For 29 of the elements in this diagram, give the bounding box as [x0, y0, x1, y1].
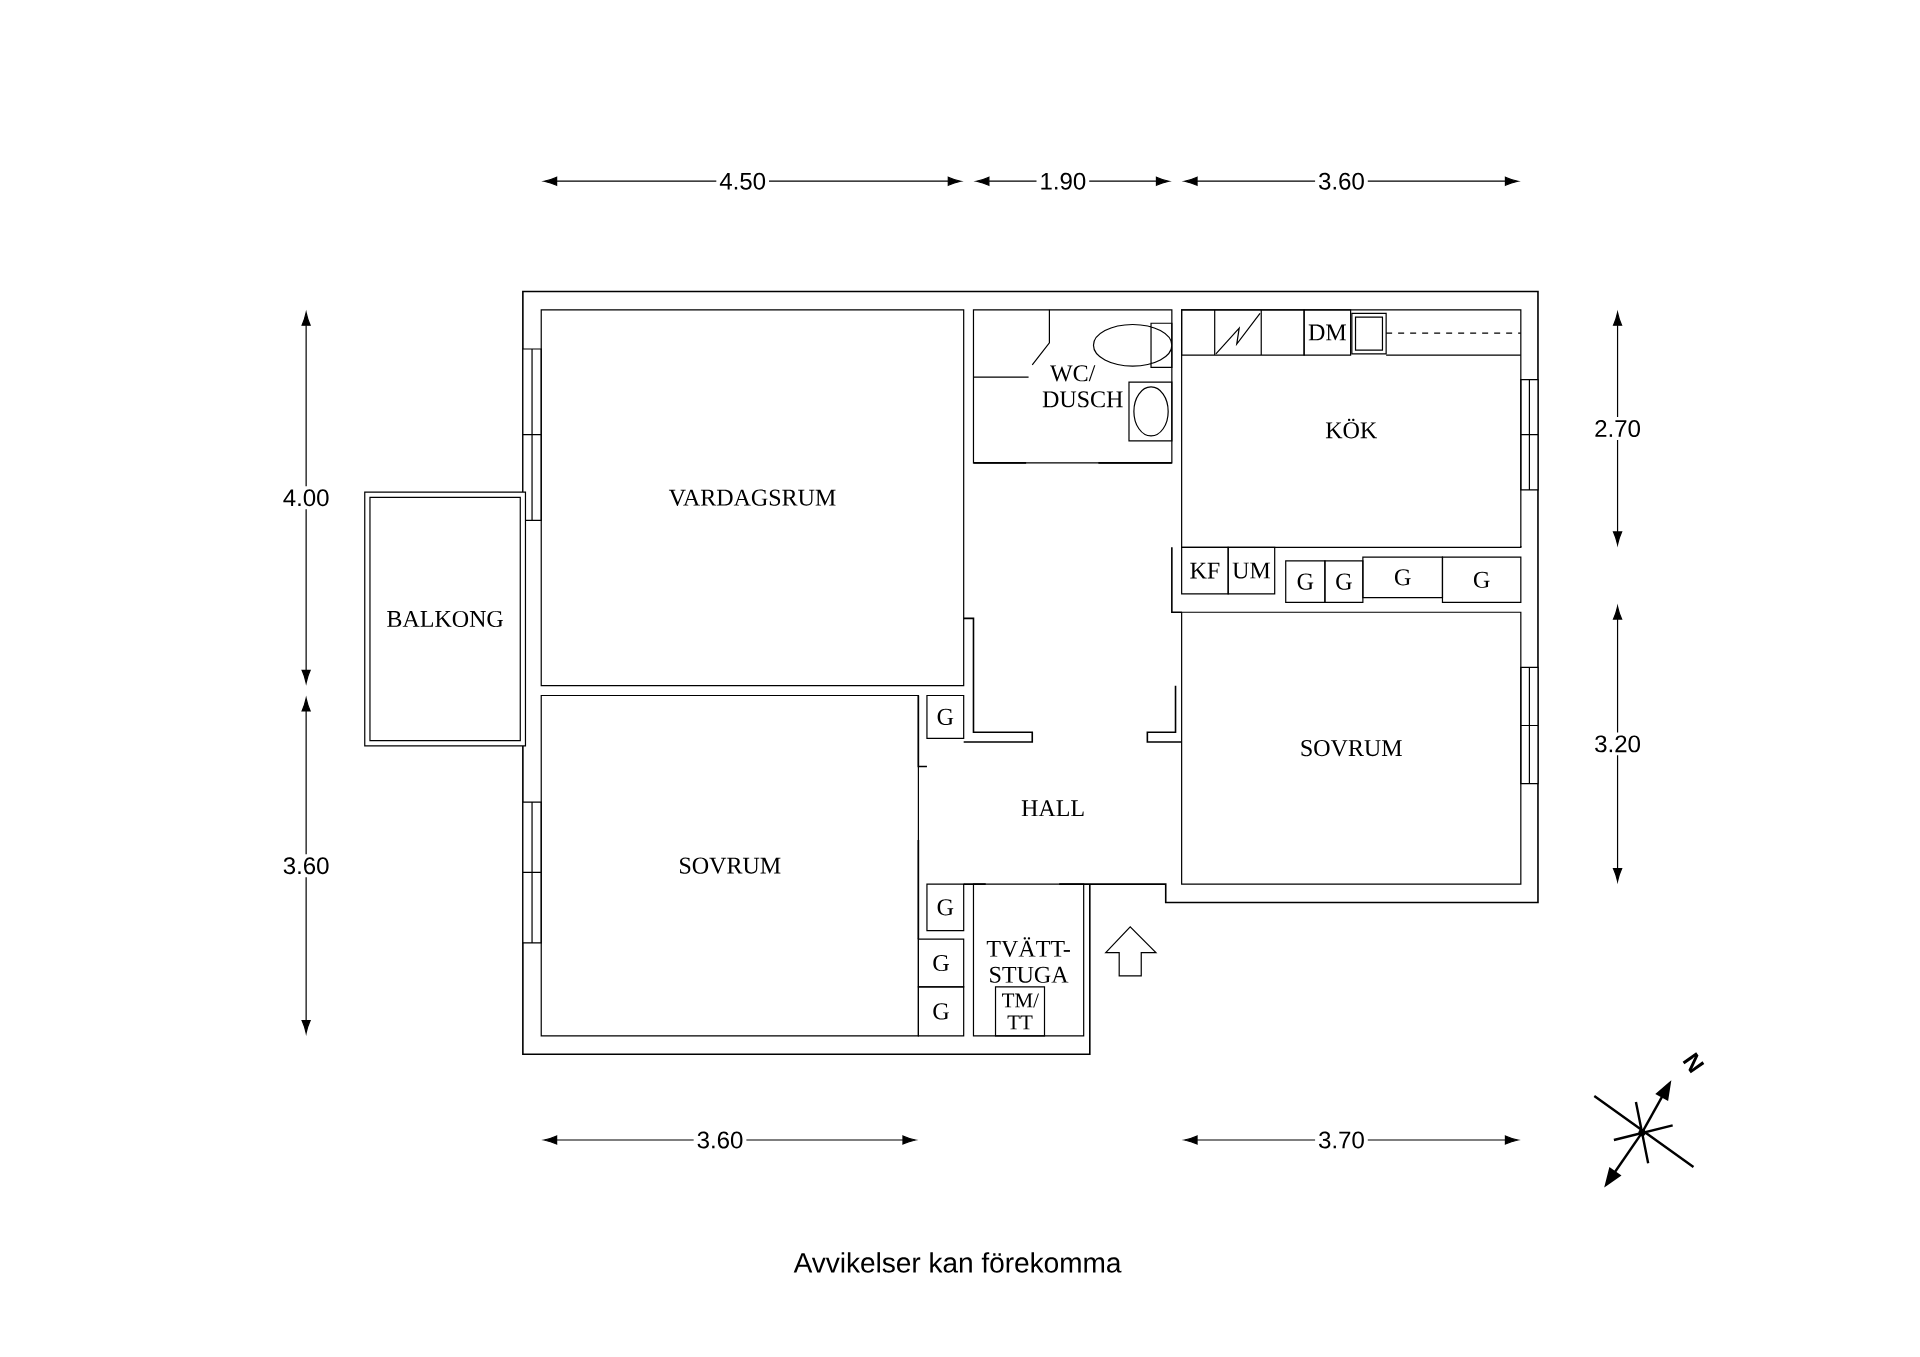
dimension-label: 3.60	[1315, 169, 1368, 193]
compass-letter: N	[1682, 1052, 1705, 1074]
room-label: HALL	[1021, 800, 1084, 817]
cabinet-box: UM	[1227, 546, 1276, 595]
balcony-box: BALKONG	[364, 491, 527, 747]
cabinet-box: G	[926, 883, 965, 932]
room-box: WC/ DUSCH	[972, 309, 1173, 464]
dimension-label: 3.70	[1315, 1128, 1368, 1152]
cabinet-box: G	[926, 695, 965, 740]
cabinet-box: TM/ TT	[994, 986, 1046, 1037]
dimension-label: 4.00	[279, 486, 333, 510]
caption: Avvikelser kan förekomma	[793, 1252, 1122, 1273]
dimension-label: 4.50	[716, 169, 769, 193]
room-box: SOVRUM	[540, 695, 919, 1037]
dimension-label: 2.70	[1591, 417, 1644, 441]
cabinet-box: G	[1362, 556, 1444, 599]
cabinet-box: G	[917, 986, 965, 1037]
cabinet-box: G	[1285, 560, 1326, 604]
cabinet-box: DM	[1303, 309, 1352, 356]
dimension-label: 1.90	[1036, 169, 1090, 193]
cabinet-box: KF	[1181, 546, 1229, 595]
dimension-label: 3.60	[279, 854, 333, 878]
cabinet-box: G	[1324, 560, 1364, 604]
room-box: VARDAGSRUM	[540, 309, 965, 687]
dimension-label: 3.20	[1591, 732, 1644, 756]
cabinet-box: G	[1441, 556, 1522, 604]
room-box: SOVRUM	[1181, 611, 1522, 885]
dimension-label: 3.60	[693, 1128, 747, 1152]
cabinet-box: G	[917, 938, 965, 988]
